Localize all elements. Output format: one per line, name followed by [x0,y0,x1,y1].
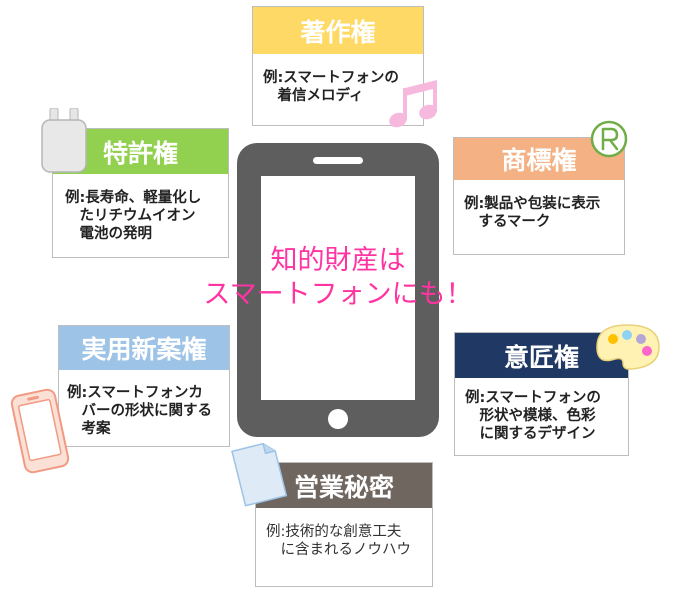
phone-home-button [328,409,348,429]
music-note-icon [389,80,437,128]
phone-case-icon [10,388,70,474]
center-message-line1: 知的財産は [270,245,406,276]
card-copyright-title: 著作権 [253,7,423,54]
card-trade-secret-title: 営業秘密 [256,463,432,508]
registered-mark-icon [590,120,628,158]
document-icon [231,442,288,507]
card-trademark-title: 商標権 [454,138,624,180]
card-trade-secret: 営業秘密 例:技術的な創意工夫 に含まれるノウハウ [255,462,433,587]
phone-speaker [313,157,363,164]
palette-icon [596,324,660,370]
card-utility-model-desc: 例:スマートフォンカ バーの形状に関する 考案 [67,385,212,437]
card-copyright-desc: 例:スマートフォンの 着信メロディ [263,70,399,104]
smartphone [237,143,439,437]
card-utility-model: 実用新案権 例:スマートフォンカ バーの形状に関する 考案 [58,325,230,447]
phone-screen [261,176,415,400]
center-message-line2: スマートフォンにも！ [203,279,473,310]
card-trademark: 商標権 例:製品や包装に表示 するマーク [453,137,625,255]
battery-icon [41,108,87,173]
card-trademark-desc: 例:製品や包装に表示 するマーク [464,196,601,230]
card-design-desc: 例:スマートフォンの 形状や模様、色彩 に関するデザイン [465,390,601,442]
card-copyright: 著作権 例:スマートフォンの 着信メロディ [252,6,424,126]
card-patent-desc: 例:長寿命、軽量化し たリチウムイオン 電池の発明 [65,190,202,242]
card-trade-secret-desc: 例:技術的な創意工夫 に含まれるノウハウ [266,524,411,558]
center-message: 知的財産は スマートフォンにも！ [200,244,476,312]
card-utility-model-title: 実用新案権 [59,326,229,370]
